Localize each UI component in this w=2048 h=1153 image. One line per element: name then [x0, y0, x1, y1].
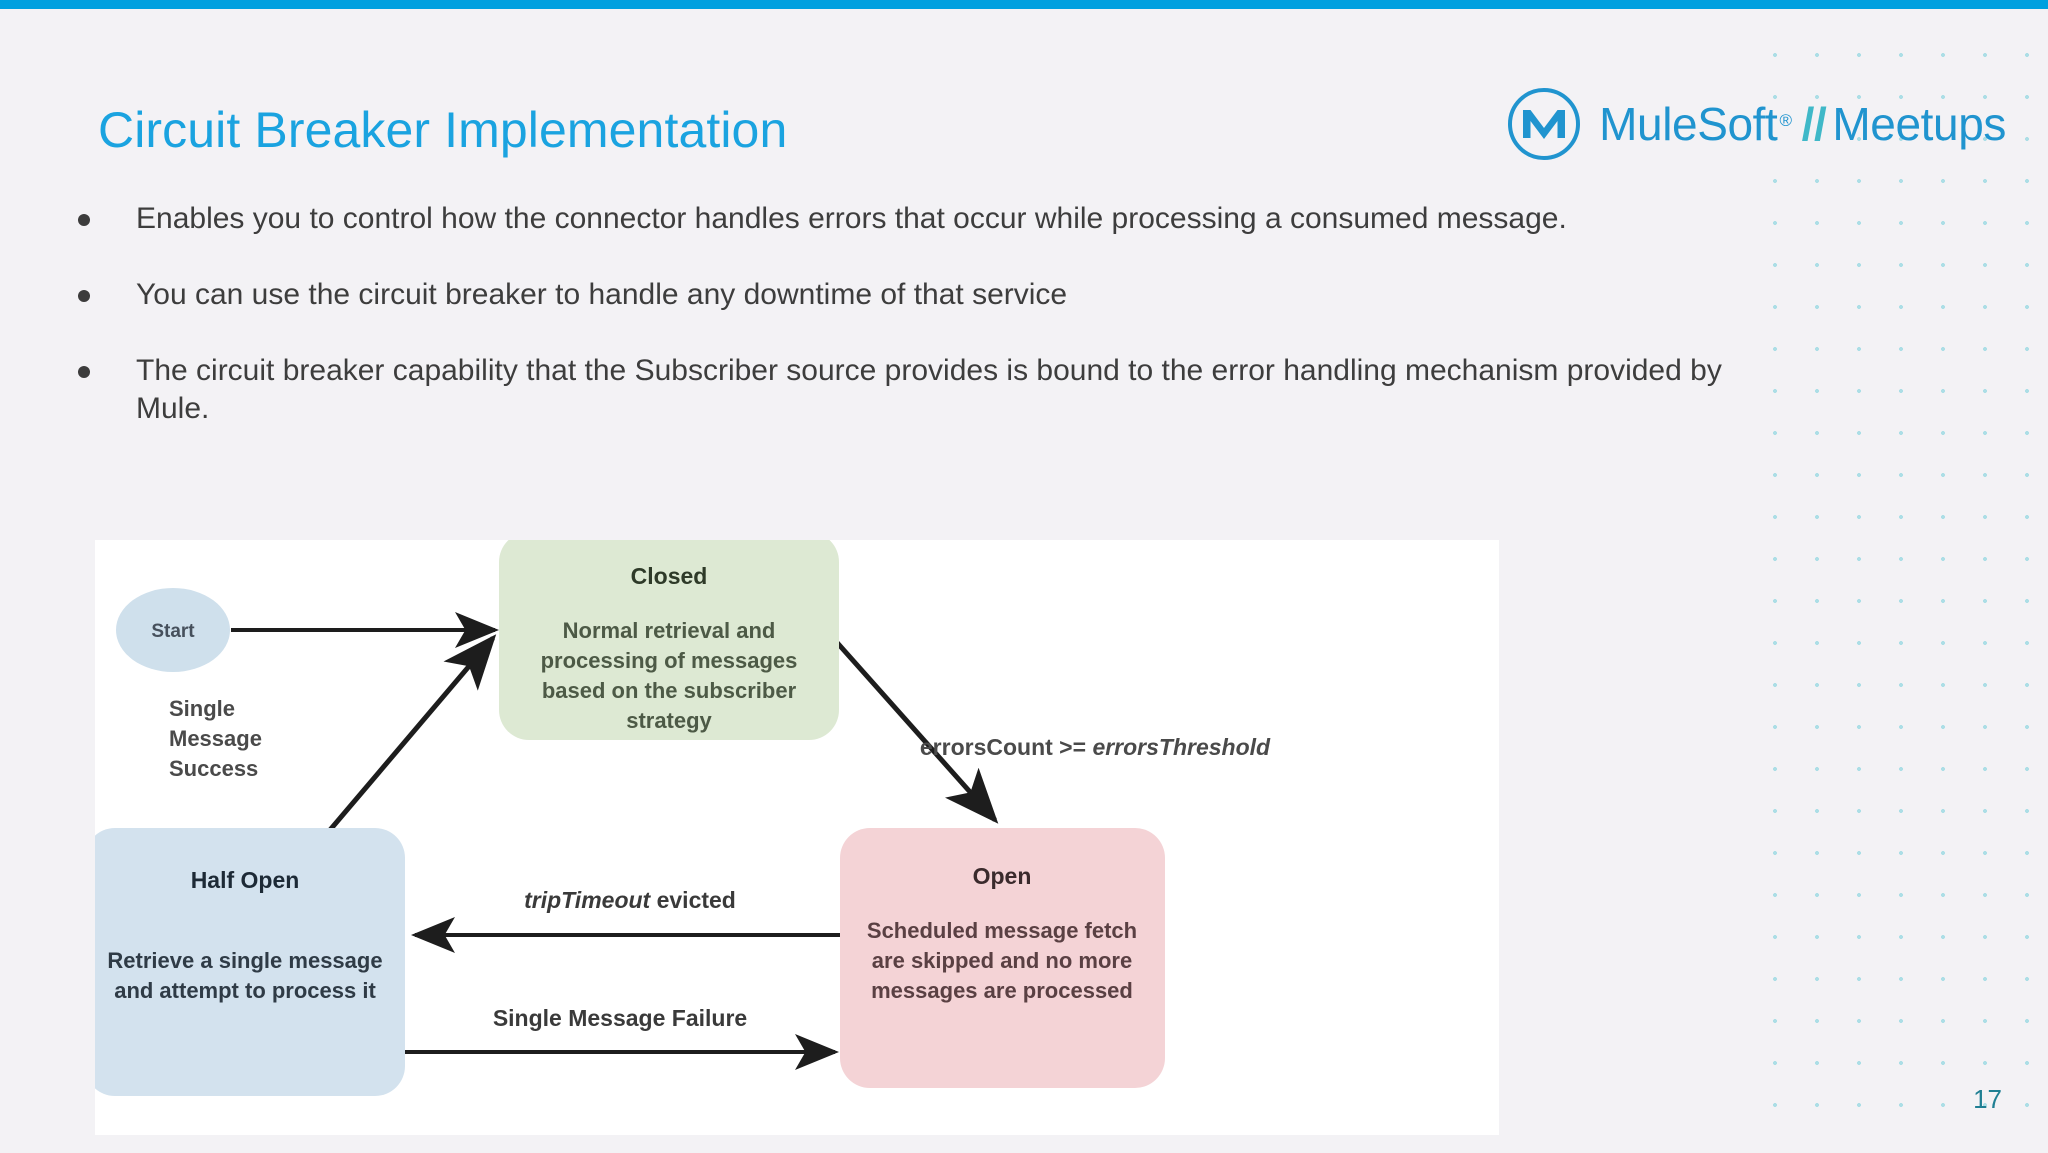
- svg-text:errorsCount >= errorsThreshol: errorsCount >= errorsThreshold: [920, 734, 1271, 760]
- page-number: 17: [1973, 1084, 2002, 1114]
- dot-grid-decoration: [1754, 34, 2048, 1134]
- edge-closed-to-open: [831, 636, 999, 824]
- diagram-node-closed-line-2: processing of messages: [541, 648, 798, 673]
- diagram-node-half-open-title: Half Open: [191, 867, 300, 893]
- diagram-node-open-title: Open: [973, 863, 1032, 889]
- bullet-text: The circuit breaker capability that the …: [136, 354, 1722, 426]
- brand-separator: //: [1801, 98, 1827, 150]
- top-accent-bar: [0, 0, 2048, 9]
- list-item: Enables you to control how the connector…: [78, 200, 1778, 238]
- diagram-node-half-open-line-1: Retrieve a single message: [107, 948, 382, 973]
- bullet-list: Enables you to control how the connector…: [78, 200, 1778, 466]
- edge-label-line-1: Single: [169, 696, 235, 721]
- brand-trademark: ®: [1779, 111, 1792, 130]
- diagram-node-open-line-2: are skipped and no more: [872, 948, 1132, 973]
- diagram-node-closed-line-4: strategy: [626, 708, 712, 733]
- diagram-node-half-open-line-2: and attempt to process it: [114, 978, 376, 1003]
- edge-label-text: Single Message Failure: [493, 1005, 747, 1031]
- mulesoft-logo-icon: [1508, 88, 1581, 160]
- edge-label-errors-threshold: errorsCount >= errorsThreshold: [920, 734, 1271, 760]
- edge-label-trip-timeout: tripTimeout evicted: [524, 887, 736, 913]
- brand-text: MuleSoft® // Meetups: [1599, 97, 2006, 151]
- edge-label-errorscount: errorsCount >=: [920, 734, 1093, 760]
- list-item: The circuit breaker capability that the …: [78, 352, 1778, 428]
- page-title: Circuit Breaker Implementation: [98, 102, 788, 158]
- edge-label-line-2: Message: [169, 726, 262, 751]
- edge-label-single-message-success: Single Message Success: [169, 696, 262, 781]
- list-item: You can use the circuit breaker to handl…: [78, 276, 1778, 314]
- diagram-node-open: Open Scheduled message fetch are skipped…: [840, 828, 1165, 1088]
- diagram-node-open-line-1: Scheduled message fetch: [867, 918, 1137, 943]
- bullet-text: You can use the circuit breaker to handl…: [136, 278, 1068, 312]
- diagram-node-start-label: Start: [151, 621, 195, 642]
- edge-label-evicted: evicted: [650, 887, 736, 913]
- circuit-breaker-state-diagram: Start Closed Normal retrieval and proces…: [95, 540, 1499, 1135]
- diagram-node-half-open: Half Open Retrieve a single message and …: [95, 828, 405, 1096]
- edge-label-errorsthreshold: errorsThreshold: [1092, 734, 1271, 760]
- diagram-node-open-line-3: messages are processed: [871, 978, 1133, 1003]
- edge-label-single-message-failure: Single Message Failure: [493, 1005, 747, 1031]
- bullet-dot-icon: [78, 214, 90, 226]
- diagram-node-closed-line-1: Normal retrieval and: [563, 618, 776, 643]
- brand-product: Meetups: [1832, 98, 2006, 150]
- brand-lockup: MuleSoft® // Meetups: [1506, 86, 2006, 162]
- bullet-dot-icon: [78, 366, 90, 379]
- diagram-node-closed-line-3: based on the subscriber: [542, 678, 797, 703]
- diagram-node-closed: Closed Normal retrieval and processing o…: [499, 540, 839, 740]
- edge-label-line-3: Success: [169, 756, 258, 781]
- brand-name: MuleSoft: [1599, 98, 1778, 150]
- bullet-text: Enables you to control how the connector…: [136, 202, 1567, 235]
- svg-text:tripTimeout evicted: tripTimeout evicted: [524, 887, 736, 913]
- diagram-node-start: Start: [116, 588, 230, 672]
- bullet-dot-icon: [78, 290, 90, 303]
- diagram-node-closed-title: Closed: [631, 563, 708, 589]
- edge-label-triptimeout: tripTimeout: [524, 887, 651, 913]
